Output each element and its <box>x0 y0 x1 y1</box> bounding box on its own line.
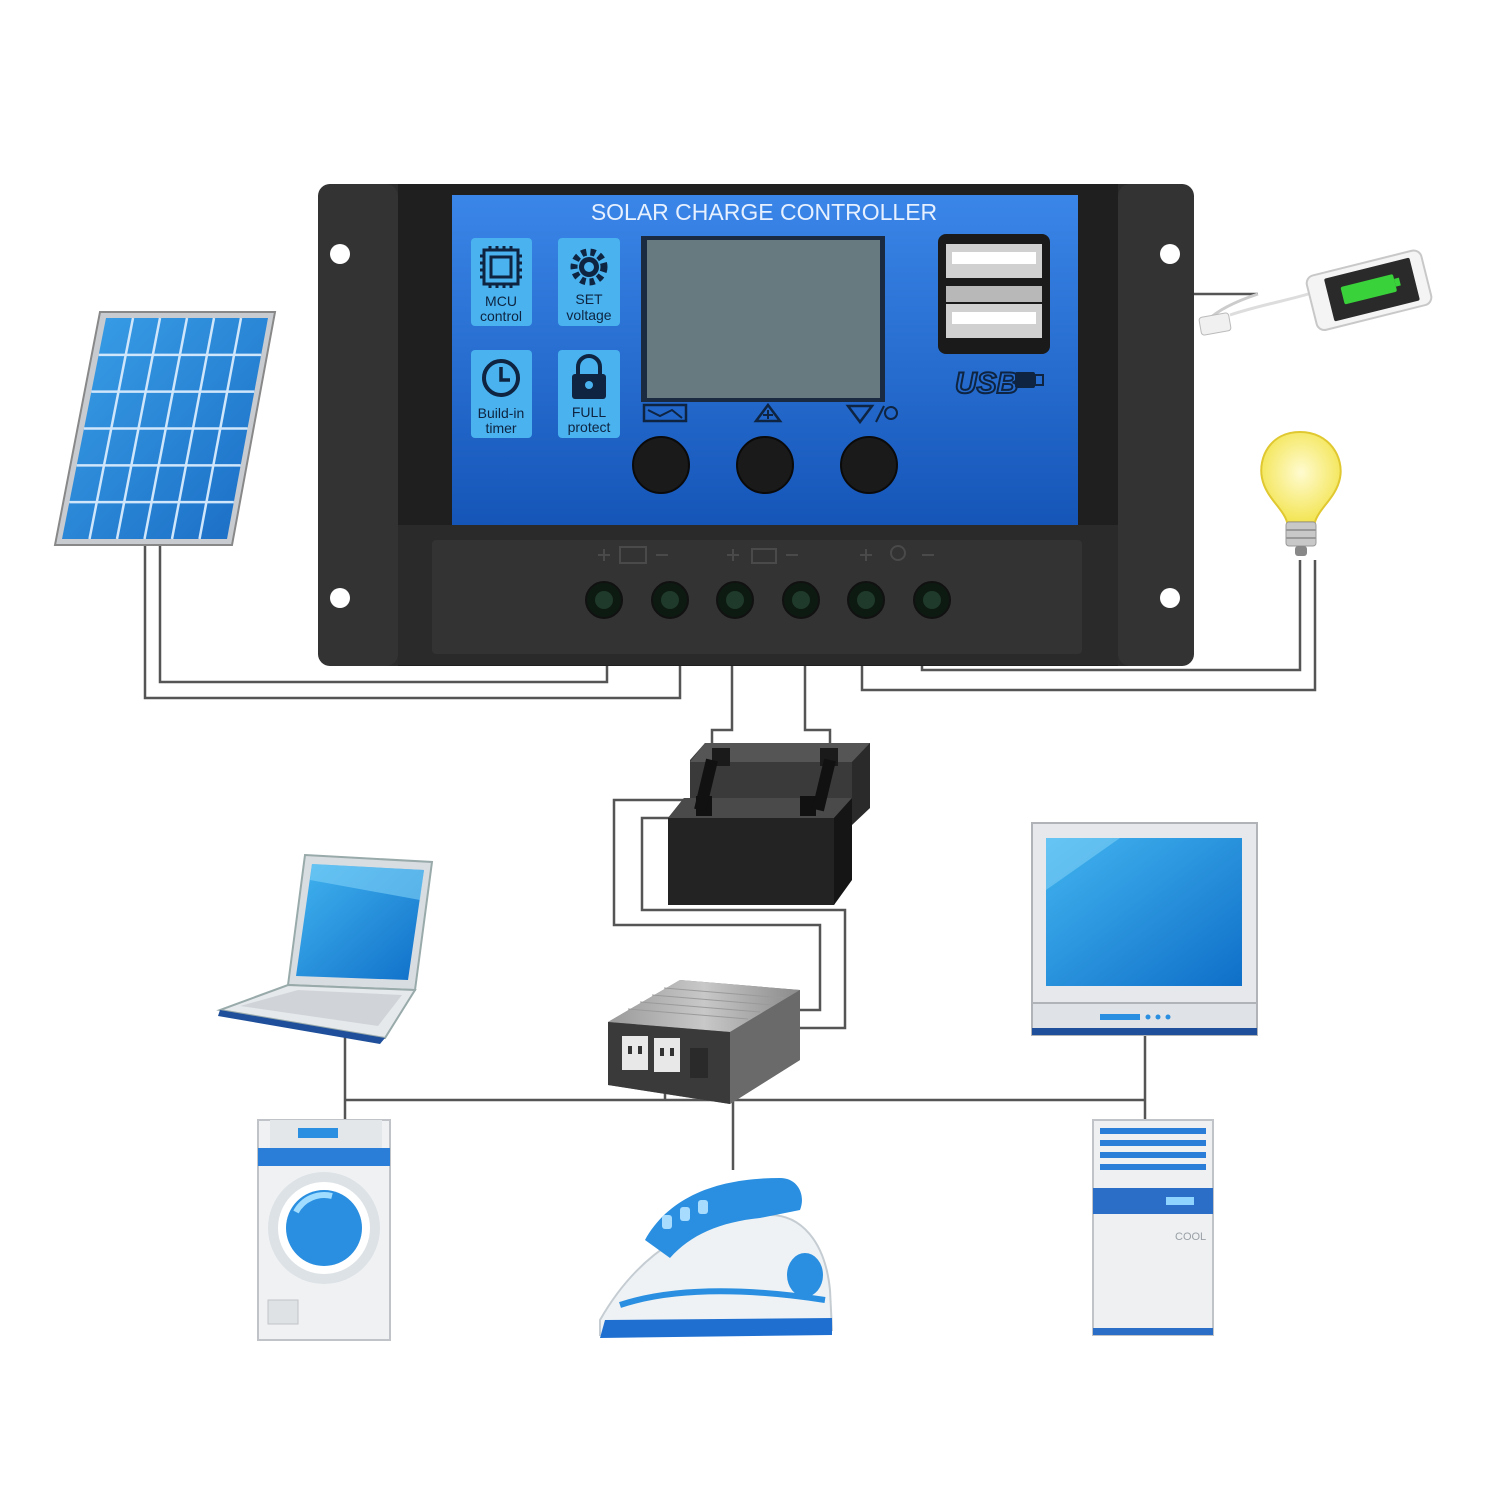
solar-cell-divider <box>88 317 135 540</box>
terminal-screw <box>857 591 875 609</box>
solar-panel <box>53 311 277 546</box>
terminal-labels <box>598 545 934 564</box>
feature-line2: control <box>480 308 522 324</box>
menu-button[interactable] <box>632 436 690 494</box>
up-arrow-icon <box>753 402 783 423</box>
terminals <box>585 581 951 619</box>
feature-line2: timer <box>485 420 516 436</box>
solar-cell-divider <box>143 317 189 540</box>
terminal-screw <box>923 591 941 609</box>
terminal-screw <box>792 591 810 609</box>
lock-icon <box>572 354 606 399</box>
down-arrow-icon <box>845 404 898 425</box>
mounting-hole <box>1160 588 1180 608</box>
clothes-iron <box>599 1178 834 1338</box>
mounting-hole <box>330 244 350 264</box>
solar-cell-divider <box>115 317 162 540</box>
gear-icon <box>570 248 608 286</box>
feature-mcu-control: MCU control <box>471 238 532 326</box>
controller-title: SOLAR CHARGE CONTROLLER <box>591 199 937 225</box>
feature-line2: protect <box>568 419 611 435</box>
smartphone <box>1198 249 1433 336</box>
laptop <box>216 853 434 1044</box>
mounting-hole <box>1160 244 1180 264</box>
clock-icon <box>482 359 520 397</box>
mounting-hole <box>330 588 350 608</box>
down-button[interactable] <box>840 436 898 494</box>
outlet <box>622 1036 648 1070</box>
usb-plug-icon <box>1015 372 1044 388</box>
up-button[interactable] <box>736 436 794 494</box>
terminal-screw <box>595 591 613 609</box>
usb-ports <box>938 234 1050 354</box>
feature-full-protect: FULL protect <box>558 350 620 438</box>
feature-line2: voltage <box>566 307 611 323</box>
monitor <box>1031 822 1258 1036</box>
light-bulb <box>1260 430 1342 556</box>
feature-set-voltage: SET voltage <box>558 238 620 326</box>
air-conditioner: COOL <box>1092 1119 1214 1336</box>
lcd-screen <box>647 240 880 398</box>
feature-line1: Build-in <box>478 405 525 421</box>
feature-line1: FULL <box>572 404 606 420</box>
terminal-screw <box>726 591 744 609</box>
terminal-screw <box>661 591 679 609</box>
solar-cell-divider <box>198 317 243 540</box>
menu-icon <box>642 403 688 423</box>
charge-controller: SOLAR CHARGE CONTROLLER MCU control SET … <box>318 184 1194 666</box>
chip-icon <box>480 246 522 288</box>
battery-bank <box>668 743 870 905</box>
outlet <box>654 1038 680 1072</box>
feature-line1: SET <box>575 291 603 307</box>
solar-cell-divider <box>170 317 216 540</box>
power-inverter <box>608 980 800 1104</box>
feature-line1: MCU <box>485 293 517 309</box>
feature-build-in-timer: Build-in timer <box>471 350 532 438</box>
usb-label: USB <box>955 367 1018 400</box>
washing-machine <box>257 1119 391 1341</box>
ac-label: COOL <box>1175 1231 1206 1243</box>
